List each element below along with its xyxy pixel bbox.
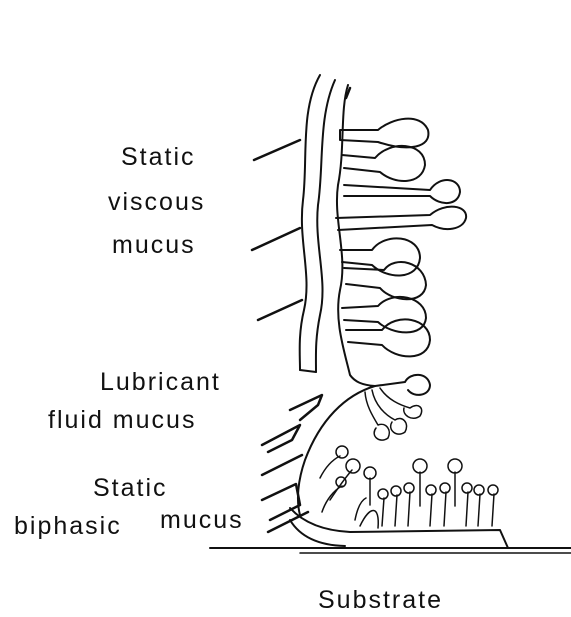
foot-sole (290, 508, 508, 548)
body-wall (300, 75, 335, 372)
label-static-viscous-line1: Static (121, 145, 196, 170)
label-static-biphasic-line1: Static (93, 476, 168, 501)
label-static-viscous-line3: mucus (112, 233, 196, 258)
lubricant-gland-cells (365, 375, 430, 440)
biphasic-stalked-cells (320, 446, 498, 528)
label-lubricant-line1: Lubricant (100, 370, 221, 395)
mucus-strands (252, 88, 350, 532)
label-lubricant-line2: fluid mucus (48, 408, 196, 433)
label-static-viscous-line2: viscous (108, 190, 205, 215)
label-static-biphasic-line3: mucus (160, 508, 244, 533)
label-static-biphasic-line2: biphasic (14, 514, 122, 539)
substrate-surface (210, 548, 571, 553)
label-substrate: Substrate (318, 588, 443, 613)
viscous-gland-cells (336, 119, 466, 357)
